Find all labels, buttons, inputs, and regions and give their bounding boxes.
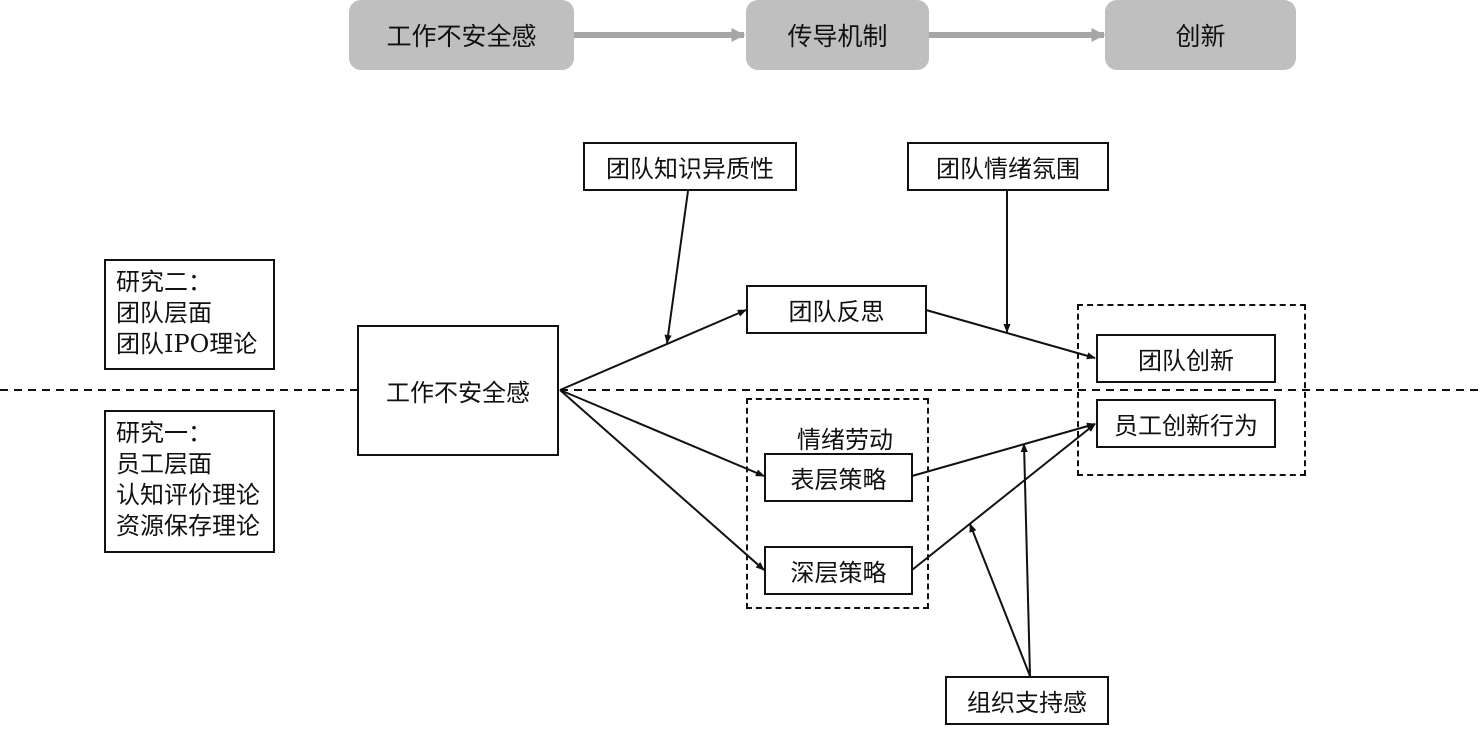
- arrow-insecurity-to-surface: [559, 389, 765, 477]
- arrow-reflection-to-team-innovation: [925, 309, 1096, 360]
- team-reflection-node: 团队反思: [746, 285, 927, 334]
- flow-step-job-insecurity: 工作不安全感: [349, 0, 574, 70]
- team-innovation-node: 团队创新: [1096, 334, 1276, 383]
- deep-acting-node: 深层策略: [764, 546, 913, 595]
- study-two-level: 团队层面: [116, 299, 212, 327]
- surface-acting-node: 表层策略: [764, 453, 913, 502]
- arrow-surface-to-employee-innovation: [911, 422, 1096, 477]
- emotional-labor-label: 情绪劳动: [797, 426, 893, 454]
- emotional-labor-group: [746, 398, 929, 609]
- employee-innovation-node: 员工创新行为: [1096, 399, 1276, 448]
- team-knowledge-heterogeneity-node: 团队知识异质性: [583, 142, 797, 191]
- study-two-note: 研究二： 团队层面 团队IPO理论: [104, 259, 275, 370]
- flow-step-innovation: 创新: [1105, 0, 1296, 70]
- study-two-theory: 团队IPO理论: [116, 330, 258, 358]
- study-one-level: 员工层面: [116, 450, 212, 478]
- organizational-support-node: 组织支持感: [945, 676, 1109, 725]
- arrow-insecurity-to-deep: [559, 389, 765, 571]
- study-one-theory-1: 认知评价理论: [116, 481, 260, 509]
- arrow-insecurity-to-reflection: [559, 309, 747, 391]
- study-two-title: 研究二：: [116, 268, 212, 296]
- arrow-support-to-surface-path: [1020, 443, 1031, 677]
- team-emotional-climate-node: 团队情绪氛围: [907, 142, 1109, 191]
- innovation-outcomes-group: [1077, 304, 1306, 476]
- arrow-heterogeneity-moderation: [664, 190, 689, 344]
- flow-step-mechanism: 传导机制: [746, 0, 929, 70]
- study-one-theory-2: 资源保存理论: [116, 512, 260, 540]
- job-insecurity-node: 工作不安全感: [357, 325, 559, 456]
- arrow-deep-to-employee-innovation: [911, 423, 1096, 571]
- study-one-title: 研究一：: [116, 419, 212, 447]
- arrow-support-to-deep-path: [969, 523, 1031, 677]
- study-one-note: 研究一： 员工层面 认知评价理论 资源保存理论: [104, 410, 275, 553]
